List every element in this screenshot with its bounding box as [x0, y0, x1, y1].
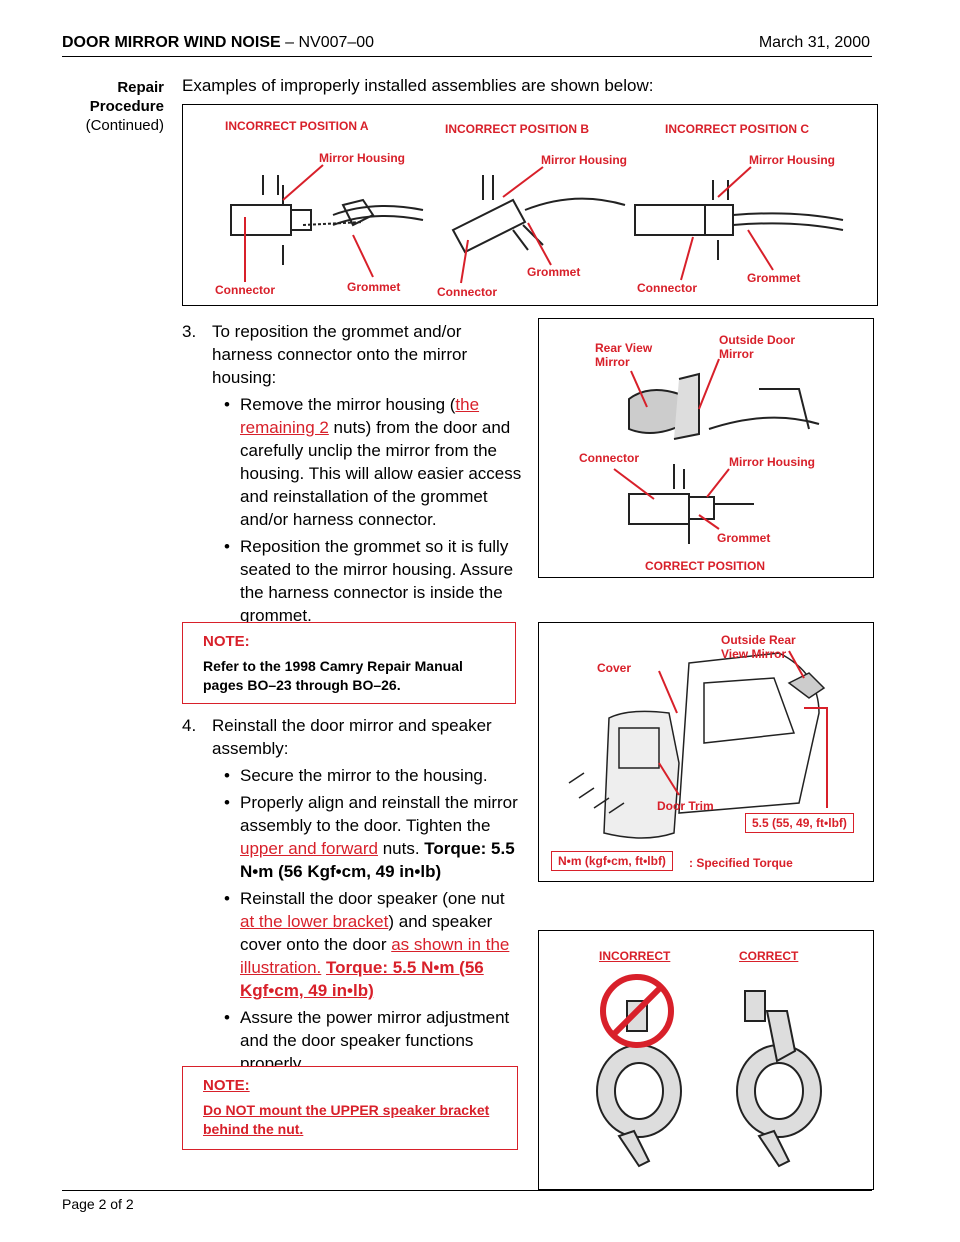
label-mirror-housing-a: Mirror Housing [319, 151, 405, 165]
step-3-text: To reposition the grommet and/or harness… [212, 322, 468, 387]
figure-bracket-mount: INCORRECT CORRECT [538, 930, 874, 1190]
note-2-title: NOTE: [203, 1077, 250, 1094]
side-label: Repair Procedure (Continued) [85, 79, 164, 134]
note-2-body: Do NOT mount the UPPER speaker bracket b… [203, 1102, 490, 1137]
label-outside-door-mirror: Mirror [719, 347, 754, 361]
step-4-bullet-1: •Secure the mirror to the housing. [224, 766, 488, 785]
page-number: Page 2 of 2 [62, 1196, 134, 1212]
label-rear-view: Rear View [595, 341, 653, 355]
step-3-bullet-1: •Remove the mirror housing (the remainin… [224, 395, 522, 529]
figure-correct-position: Rear View Mirror Outside Door Mirror Con… [538, 318, 874, 578]
illustration-link: as shown in the illustration. [240, 935, 510, 977]
label-mirror-housing-b: Mirror Housing [541, 153, 627, 167]
door-drawing [568, 650, 828, 839]
connector-drawings [230, 164, 844, 284]
step-3-bullet-2: •Reposition the grommet so it is fully s… [224, 537, 514, 625]
figure-incorrect-positions: INCORRECT POSITION A INCORRECT POSITION … [182, 104, 878, 306]
torque-legend-box: N•m (kgf•cm, ft•lbf) [551, 851, 673, 871]
header-title: DOOR MIRROR WIND NOISE – NV007–00 [62, 34, 375, 51]
label-pos-a: INCORRECT POSITION A [225, 119, 369, 133]
upper-forward-link: upper and forward [240, 839, 378, 858]
torque-legend-text: : Specified Torque [689, 856, 793, 870]
torque-spec-1: Torque: 5.5 N•m (56 Kgf•cm, 49 in•lb) [240, 839, 515, 881]
label-grommet-c: Grommet [747, 271, 801, 285]
header-rule [62, 56, 872, 57]
remaining-nuts-link: the remaining 2 [240, 395, 480, 437]
label-mirror-housing: Mirror Housing [729, 455, 815, 469]
torque-spec-2: Torque: 5.5 N•m (56 Kgf•cm, 49 in•lb) [240, 958, 484, 1000]
step-3-number: 3. [182, 322, 197, 341]
label-view-mirror: View Mirror [721, 647, 787, 661]
label-grommet-a: Grommet [347, 280, 401, 294]
label-connector-b: Connector [437, 285, 497, 299]
label-outside-rear: Outside Rear [721, 633, 796, 647]
step-4-text: Reinstall the door mirror and speaker as… [212, 716, 492, 758]
note-1: NOTE: Refer to the 1998 Camry Repair Man… [182, 622, 516, 704]
label-correct-position: CORRECT POSITION [645, 559, 766, 573]
footer-rule [62, 1190, 872, 1191]
label-outside-door: Outside Door [719, 333, 796, 347]
mirror-drawing [613, 358, 820, 544]
figure-door-assembly: Cover Outside Rear View Mirror Door Trim… [538, 622, 874, 882]
label-pos-b: INCORRECT POSITION B [445, 122, 590, 136]
label-correct: CORRECT [739, 949, 799, 963]
header-date: March 31, 2000 [758, 34, 870, 51]
label-incorrect: INCORRECT [599, 949, 671, 963]
step-4-bullet-2: •Properly align and reinstall the mirror… [224, 793, 518, 881]
step-4: 4. Reinstall the door mirror and speaker… [182, 714, 522, 1075]
label-rear-view-mirror: Mirror [595, 355, 630, 369]
note-2: NOTE: Do NOT mount the UPPER speaker bra… [182, 1066, 518, 1150]
label-mirror-housing-c: Mirror Housing [749, 153, 835, 167]
label-pos-c: INCORRECT POSITION C [665, 122, 810, 136]
step-4-bullet-4: •Assure the power mirror adjustment and … [224, 1008, 510, 1073]
step-4-number: 4. [182, 716, 197, 735]
bracket-drawing [596, 974, 822, 1168]
note-1-body: Refer to the 1998 Camry Repair Manual pa… [203, 658, 463, 693]
label-grommet: Grommet [717, 531, 771, 545]
label-door-trim: Door Trim [657, 799, 714, 813]
torque-value-box: 5.5 (55, 49, ft•lbf) [745, 813, 854, 833]
label-grommet-b: Grommet [527, 265, 581, 279]
label-cover: Cover [597, 661, 632, 675]
intro-text: Examples of improperly installed assembl… [182, 76, 654, 95]
label-connector-c: Connector [637, 281, 697, 295]
lower-bracket-link: at the lower bracket [240, 912, 389, 931]
label-connector: Connector [579, 451, 639, 465]
note-1-title: NOTE: [203, 633, 250, 650]
step-4-bullet-3: •Reinstall the door speaker (one nut at … [224, 889, 510, 1000]
step-3: 3. To reposition the grommet and/or harn… [182, 320, 522, 627]
label-connector-a: Connector [215, 283, 275, 297]
